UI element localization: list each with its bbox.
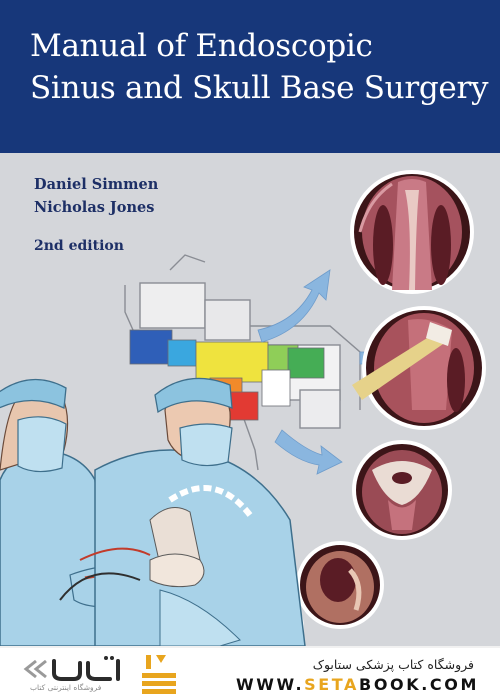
- store-name: فروشگاه کتاب پزشکی ستابوک: [312, 657, 474, 672]
- endoscopic-view-2: [352, 306, 486, 430]
- chevrons-icon: [23, 659, 47, 679]
- logo-wordmark-icon: [52, 656, 120, 681]
- author-1: Daniel Simmen: [34, 176, 159, 193]
- store-url-link[interactable]: WWW.SETABOOK.COM: [236, 675, 479, 694]
- surgeon-center: [94, 377, 306, 646]
- book-title-line-2: Sinus and Skull Base Surgery: [30, 70, 489, 106]
- footer-divider: [0, 646, 500, 648]
- setabook-logo[interactable]: [22, 651, 212, 697]
- url-suffix: BOOK.COM: [359, 675, 479, 694]
- url-highlight: SETA: [304, 675, 360, 694]
- box-blue: [129, 329, 173, 365]
- store-footer: [0, 646, 500, 700]
- cover-illustration: [0, 170, 486, 646]
- arrow-down-right: [274, 429, 343, 475]
- book-title-line-1: Manual of Endoscopic: [30, 28, 373, 64]
- cables: [59, 547, 151, 601]
- author-2: Nicholas Jones: [34, 199, 155, 216]
- endoscopic-view-3: [352, 440, 452, 540]
- url-prefix: WWW.: [236, 675, 305, 694]
- box-yellow: [195, 341, 269, 383]
- edition-label: 2nd edition: [34, 238, 124, 254]
- box-green-dark: [287, 347, 325, 379]
- endoscopic-view-4: [296, 541, 384, 629]
- box-cyan: [167, 339, 197, 367]
- book-cover: Manual of Endoscopic Sinus and Skull Bas…: [0, 0, 500, 646]
- logo-tagline: فروشگاه اینترنتی کتاب: [30, 683, 102, 692]
- title-band: Manual of Endoscopic Sinus and Skull Bas…: [0, 0, 500, 153]
- book-stack-icon: [142, 655, 176, 694]
- endoscopic-view-1: [350, 170, 474, 294]
- arrow-up-right: [257, 269, 331, 343]
- colored-boxes: [129, 329, 325, 421]
- box-white: [261, 369, 291, 407]
